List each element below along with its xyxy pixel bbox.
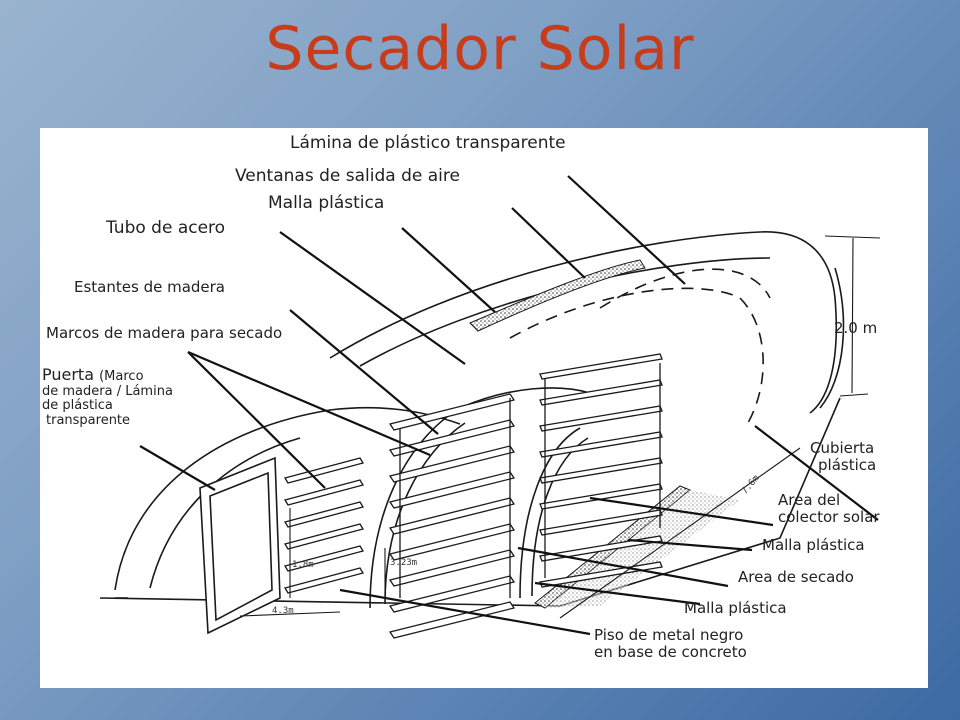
- shelf-slat: [539, 405, 663, 432]
- label-malla-right-1: Malla plástica: [762, 536, 865, 554]
- dim-door-height: 1.8m: [292, 560, 314, 570]
- label-malla-right-2: Malla plástica: [684, 599, 787, 617]
- label-malla-top: Malla plástica: [268, 193, 385, 213]
- label-lamina: Lámina de plástico transparente: [290, 133, 566, 153]
- floor-strip-2: [545, 490, 740, 608]
- shelf-slat: [283, 545, 365, 572]
- shelf-slat: [388, 575, 516, 613]
- label-cubierta-l1: Cubierta: [810, 439, 875, 457]
- label-ventanas: Ventanas de salida de aire: [235, 166, 460, 186]
- shelf-slat: [539, 483, 663, 510]
- label-colector-l2: colector solar: [778, 507, 880, 526]
- shelf-slat: [539, 457, 663, 484]
- shelf-slat: [539, 353, 663, 380]
- shelf-slat: [388, 549, 516, 587]
- dimension-lines: [239, 235, 881, 619]
- shelf-slat: [539, 379, 663, 406]
- label-estantes: Estantes de madera: [74, 278, 225, 296]
- shelf-slat: [283, 501, 365, 528]
- label-puerta-l2: de madera / Lámina: [42, 383, 173, 399]
- label-marcos: Marcos de madera para secado: [46, 324, 283, 342]
- leader-lines: [139, 175, 879, 636]
- label-piso: Piso de metal negro en base de concreto: [594, 627, 747, 661]
- dim-interior: 3.23m: [390, 558, 418, 568]
- drying-shelves: [283, 353, 663, 639]
- label-piso-l1: Piso de metal negro: [594, 626, 744, 644]
- label-cubierta-l2: plástica: [818, 455, 877, 474]
- shelf-slat: [388, 445, 516, 483]
- shelf-slat: [388, 471, 516, 509]
- label-puerta-main: Puerta: [42, 365, 95, 384]
- label-piso-l2: en base de concreto: [594, 642, 747, 661]
- shelf-slat: [388, 523, 516, 561]
- label-puerta-marco: (Marco: [99, 369, 144, 384]
- shelf-slat: [388, 419, 516, 457]
- label-cubierta: Cubierta plástica: [810, 440, 876, 474]
- shelf-slat: [283, 479, 365, 506]
- label-puerta: Puerta (Marco de madera / Lámina de plás…: [42, 366, 173, 428]
- vent-strip: [469, 259, 646, 332]
- shelf-slat: [539, 431, 663, 458]
- shelf-slat: [283, 523, 365, 550]
- shelf-slat: [283, 457, 365, 484]
- front-door: [199, 456, 281, 635]
- label-colector: Area del colector solar: [778, 492, 880, 526]
- label-secado: Area de secado: [738, 568, 854, 586]
- diagram-panel: 7.6m 4.3m 1.8m 3.23m Lámina de plástico …: [40, 128, 928, 688]
- slide-title: Secador Solar: [265, 14, 695, 84]
- dim-width: 4.3m: [272, 606, 294, 616]
- label-tubo: Tubo de acero: [106, 218, 226, 238]
- shelf-slat: [283, 567, 365, 594]
- shelf-slat: [539, 535, 663, 562]
- label-puerta-l4: transparente: [46, 412, 131, 428]
- shelf-slat: [388, 497, 516, 535]
- solar-dryer-drawing: [99, 175, 881, 639]
- shelf-slat: [539, 509, 663, 536]
- label-puerta-l3: de plástica: [42, 398, 113, 414]
- label-altura: 2.0 m: [834, 319, 878, 337]
- label-colector-l1: Area del: [778, 491, 841, 509]
